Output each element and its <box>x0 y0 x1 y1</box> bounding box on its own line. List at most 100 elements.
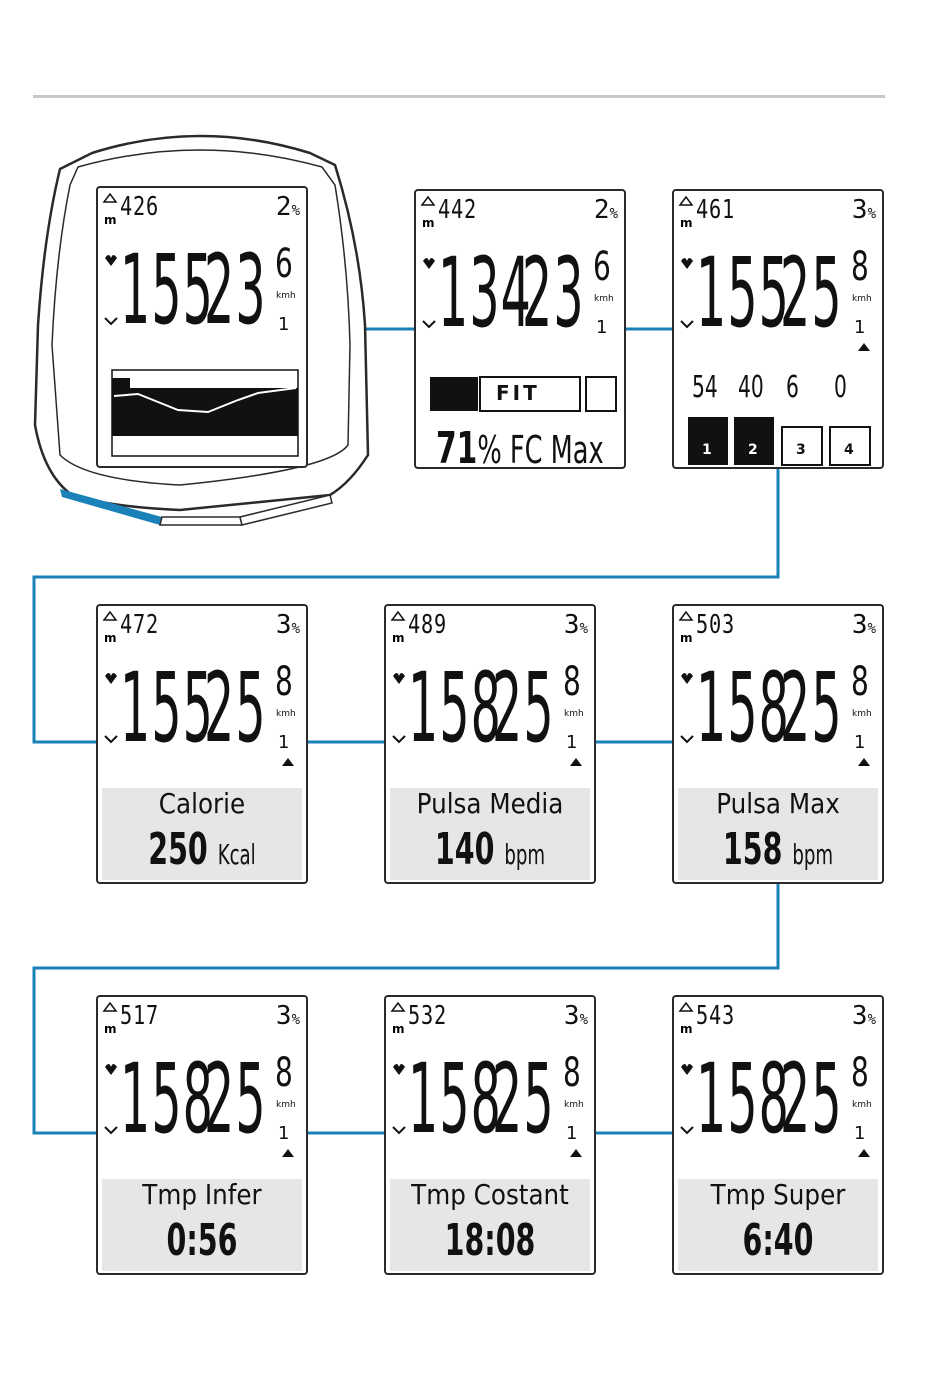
heart-rate-value: 134 <box>438 237 532 349</box>
display-screen: m 503 3% 158 25 8 kmh 1 Pulsa Max 158 bp… <box>672 604 884 884</box>
altitude-m-icon: m <box>392 1022 405 1036</box>
speed-unit: kmh <box>852 294 872 304</box>
heart-rate-value: 158 <box>696 1043 790 1155</box>
metric-number: 18:08 <box>444 1215 536 1266</box>
grade-number: 3 <box>563 1001 580 1031</box>
fc-max-value: 71% FC Max <box>436 427 604 468</box>
altitude-m-icon: m <box>104 213 117 227</box>
speed-unit: kmh <box>564 1100 584 1110</box>
grade-number: 3 <box>851 1001 868 1031</box>
speed-decimal: 8 <box>851 659 869 705</box>
grade-value: 3% <box>564 1003 588 1029</box>
gear-value: 1 <box>854 317 866 338</box>
metric-value: 250 Kcal <box>127 828 277 872</box>
grade-unit: % <box>867 206 876 222</box>
metric-number: 140 <box>434 824 495 875</box>
heart-icon <box>681 673 693 684</box>
device-display: m 426 2% 155 23 6 kmh 1 <box>96 186 308 468</box>
speed-value: 25 <box>492 1043 555 1155</box>
altitude-m-icon: m <box>392 631 405 645</box>
grade-value: 3% <box>852 1003 876 1029</box>
gear-value: 1 <box>278 314 290 335</box>
grade-value: 3% <box>276 612 300 638</box>
speed-value: 25 <box>780 1043 843 1155</box>
metric-number: 0:56 <box>166 1215 238 1266</box>
metric-label: Calorie <box>158 787 246 820</box>
connector-row2-to-row3 <box>32 880 780 1135</box>
grade-number: 2 <box>593 195 610 225</box>
grade-number: 2 <box>275 192 292 222</box>
metric-unit: bpm <box>504 838 546 871</box>
zone-up-arrow-icon <box>282 758 294 766</box>
status-icons: m <box>420 195 436 329</box>
altitude-value: 543 <box>696 1001 735 1031</box>
speed-value: 23 <box>522 237 585 349</box>
device-button-accent <box>60 489 162 525</box>
gear-value: 1 <box>596 317 608 338</box>
altitude-m-icon: m <box>422 216 435 230</box>
heart-icon <box>393 1064 405 1075</box>
display-screen: m 543 3% 158 25 8 kmh 1 Tmp Super 6:40 <box>672 995 884 1275</box>
device-display-icons: m <box>102 192 299 457</box>
mountain-icon <box>678 1001 694 1012</box>
mountain-icon <box>102 610 118 621</box>
speed-decimal: 8 <box>563 1050 581 1096</box>
status-icons: m <box>102 610 294 766</box>
chevron-down-icon <box>422 320 436 329</box>
metric-number: 158 <box>722 824 783 875</box>
grade-unit: % <box>291 1012 300 1028</box>
metric-value: 140 bpm <box>415 828 565 872</box>
grade-unit: % <box>291 203 300 219</box>
chevron-down-icon <box>680 735 694 744</box>
gear-value: 1 <box>854 732 866 753</box>
speed-unit: kmh <box>594 294 614 304</box>
display-screen: m 489 3% 158 25 8 kmh 1 Pulsa Media 140 … <box>384 604 596 884</box>
altitude-value: 426 <box>120 192 159 222</box>
speed-decimal: 8 <box>851 244 869 290</box>
grade-number: 3 <box>851 195 868 225</box>
grade-unit: % <box>867 621 876 637</box>
mountain-icon <box>390 610 406 621</box>
altitude-m-icon: m <box>104 1022 117 1036</box>
metric-value: 6:40 <box>703 1219 853 1263</box>
metric-value: 0:56 <box>127 1219 277 1263</box>
gear-value: 1 <box>566 732 578 753</box>
altitude-value: 489 <box>408 610 447 640</box>
chevron-down-icon <box>680 320 694 329</box>
heart-rate-value: 155 <box>696 237 790 349</box>
grade-value: 2% <box>594 197 618 223</box>
info-panel <box>102 1179 302 1271</box>
heart-rate-value: 158 <box>408 652 502 764</box>
mountain-icon <box>390 1001 406 1012</box>
zone-up-arrow-icon <box>282 1149 294 1157</box>
status-icons: m <box>678 1001 870 1157</box>
heart-icon <box>105 673 117 684</box>
speed-decimal: 6 <box>593 244 611 290</box>
mountain-icon <box>678 610 694 621</box>
altitude-value: 532 <box>408 1001 447 1031</box>
info-panel <box>678 1179 878 1271</box>
heart-icon <box>681 1064 693 1075</box>
grade-value: 3% <box>276 1003 300 1029</box>
status-icons: m <box>678 610 870 766</box>
altitude-m-icon: m <box>104 631 117 645</box>
heart-rate-value: 158 <box>408 1043 502 1155</box>
altitude-value: 461 <box>696 195 735 225</box>
metric-label: Tmp Super <box>710 1178 846 1211</box>
info-panel <box>678 788 878 880</box>
metric-label: Tmp Costant <box>411 1178 569 1211</box>
chevron-down-icon <box>104 735 118 744</box>
zone-time-1: 54 <box>692 370 718 405</box>
speed-decimal: 8 <box>275 1050 293 1096</box>
altitude-value: 472 <box>120 610 159 640</box>
altitude-value: 503 <box>696 610 735 640</box>
metric-value: 18:08 <box>415 1219 565 1263</box>
speed-unit: kmh <box>276 291 296 301</box>
grade-unit: % <box>579 1012 588 1028</box>
zone-bars <box>688 417 871 466</box>
speed-value: 25 <box>204 652 267 764</box>
metric-label: Pulsa Max <box>716 787 840 820</box>
status-icons: m <box>102 1001 294 1157</box>
mountain-icon <box>102 192 118 203</box>
